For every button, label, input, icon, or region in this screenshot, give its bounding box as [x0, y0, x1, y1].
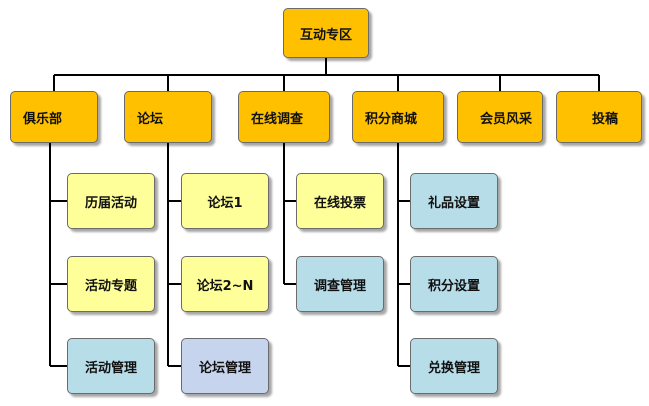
child-label: 调查管理: [313, 278, 366, 294]
child-label: 积分设置: [427, 278, 480, 294]
child-label: 论坛2~N: [196, 278, 254, 294]
child-label: 论坛管理: [198, 360, 251, 376]
child-label: 礼品设置: [427, 195, 480, 211]
category-forum[interactable]: 论坛: [124, 91, 212, 143]
child-node[interactable]: 调查管理: [296, 256, 384, 312]
child-node[interactable]: 兑换管理: [410, 338, 498, 394]
child-label: 活动专题: [84, 278, 137, 294]
category-points-mall[interactable]: 积分商城: [352, 91, 444, 143]
category-label: 积分商城: [365, 111, 418, 127]
root-node[interactable]: 互动专区: [283, 8, 369, 58]
category-submission[interactable]: 投稿: [556, 91, 642, 143]
child-node[interactable]: 礼品设置: [410, 173, 498, 229]
category-club[interactable]: 俱乐部: [10, 91, 98, 143]
child-label: 论坛1: [207, 195, 243, 211]
child-label: 历届活动: [84, 195, 137, 211]
child-label: 活动管理: [84, 360, 137, 376]
category-label: 投稿: [591, 111, 618, 127]
child-node[interactable]: 在线投票: [296, 173, 384, 229]
category-label: 在线调查: [251, 111, 304, 127]
child-label: 兑换管理: [427, 360, 480, 376]
child-node[interactable]: 积分设置: [410, 256, 498, 312]
child-node[interactable]: 论坛2~N: [181, 256, 269, 312]
child-node[interactable]: 论坛1: [181, 173, 269, 229]
category-survey[interactable]: 在线调查: [238, 91, 330, 143]
category-label: 论坛: [137, 111, 164, 127]
child-node[interactable]: 论坛管理: [181, 338, 269, 394]
category-label: 俱乐部: [23, 111, 63, 127]
child-label: 在线投票: [313, 195, 366, 211]
category-label: 会员风采: [479, 111, 532, 127]
child-node[interactable]: 活动专题: [67, 256, 155, 312]
root-label: 互动专区: [299, 27, 352, 43]
child-node[interactable]: 活动管理: [67, 338, 155, 394]
child-node[interactable]: 历届活动: [67, 173, 155, 229]
category-member-showcase[interactable]: 会员风采: [457, 91, 543, 143]
